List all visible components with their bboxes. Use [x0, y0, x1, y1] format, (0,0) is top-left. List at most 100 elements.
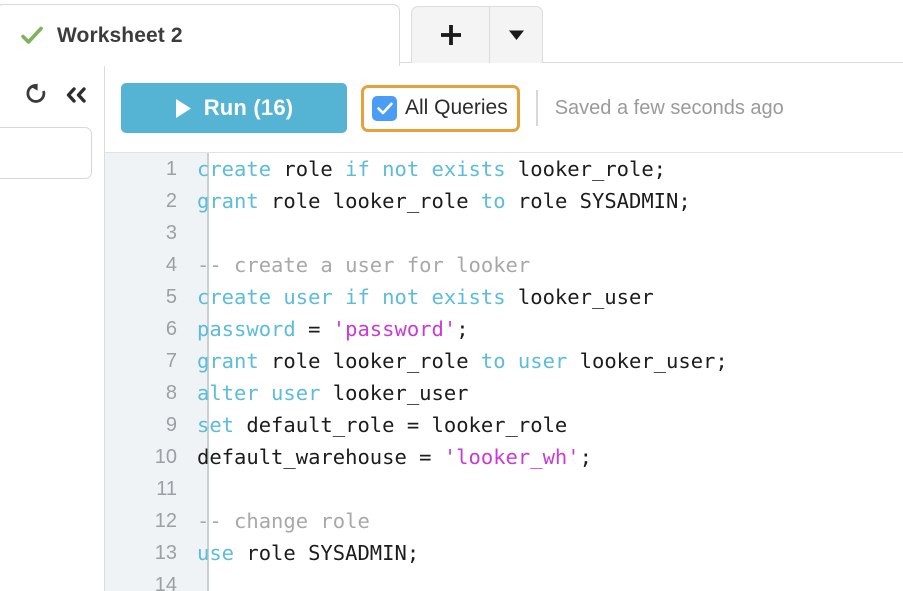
line-number: 4: [165, 253, 177, 276]
line-number: 11: [156, 477, 177, 500]
line-content[interactable]: [189, 217, 903, 249]
code-token: role SYSADMIN;: [234, 541, 420, 565]
code-token: role looker_role: [258, 189, 481, 213]
line-content[interactable]: alter user looker_user: [189, 377, 903, 409]
editor-top-border: [105, 152, 903, 153]
code-line[interactable]: 4 -- create a user for looker: [105, 249, 903, 281]
toolbar-divider: [535, 90, 538, 126]
left-rail-icon-group: [26, 83, 89, 106]
worksheet-toolbar: Run (16) All Queries Saved a few seconds…: [105, 64, 903, 152]
code-token: -- change role: [197, 509, 370, 533]
refresh-icon[interactable]: [26, 83, 47, 106]
code-token: role looker_role: [258, 349, 481, 373]
code-token: 'looker_wh': [443, 445, 580, 469]
line-content[interactable]: -- create a user for looker: [189, 249, 903, 281]
all-queries-checkbox[interactable]: All Queries: [361, 84, 520, 132]
tab-label: Worksheet 2: [57, 23, 183, 47]
code-token: default_role = looker_role: [234, 413, 568, 437]
code-token: password: [197, 317, 296, 341]
line-content[interactable]: -- change role: [189, 505, 903, 537]
code-line[interactable]: 13 use role SYSADMIN;: [105, 537, 903, 569]
code-line[interactable]: 6 password = 'password';: [105, 313, 903, 345]
code-token: 'password': [332, 317, 457, 341]
line-content[interactable]: set default_role = looker_role: [189, 409, 903, 441]
line-content[interactable]: grant role looker_role to user looker_us…: [189, 345, 903, 377]
code-line[interactable]: 9 set default_role = looker_role: [105, 409, 903, 441]
line-number: 12: [154, 509, 177, 532]
code-line[interactable]: 14: [105, 569, 903, 591]
checkmark-icon: [376, 102, 393, 114]
code-line[interactable]: 5 create user if not exists looker_user: [105, 281, 903, 313]
code-token: use: [197, 541, 235, 565]
line-number: 10: [154, 445, 177, 468]
code-token: grant: [197, 189, 259, 213]
line-content[interactable]: [189, 569, 903, 591]
chevron-down-icon: [508, 30, 524, 40]
line-number: 9: [165, 413, 177, 436]
code-token: to user: [480, 349, 568, 373]
line-number: 14: [154, 573, 177, 591]
code-token: create: [197, 157, 272, 181]
line-content[interactable]: grant role looker_role to role SYSADMIN;: [189, 185, 903, 217]
code-token: alter user: [197, 381, 321, 405]
code-line[interactable]: 8 alter user looker_user: [105, 377, 903, 409]
line-number: 13: [154, 541, 177, 564]
worksheet-status-check-icon: [21, 26, 43, 44]
double-chevron-left-icon[interactable]: [63, 85, 89, 105]
plus-icon: [440, 25, 461, 45]
code-line[interactable]: 10 default_warehouse = 'looker_wh';: [105, 441, 903, 473]
code-token: to: [480, 189, 506, 213]
play-icon: [175, 98, 191, 118]
code-line[interactable]: 2 grant role looker_role to role SYSADMIN…: [105, 185, 903, 217]
left-rail-divider: [104, 64, 105, 591]
code-token: role SYSADMIN;: [505, 189, 691, 213]
code-token: default_warehouse =: [197, 445, 444, 469]
new-worksheet-button[interactable]: [411, 6, 489, 63]
code-token: looker_user: [505, 285, 654, 309]
tab-strip: Worksheet 2: [0, 0, 903, 66]
code-line[interactable]: 7 grant role looker_role to user looker_u…: [105, 345, 903, 377]
tab-worksheet-2[interactable]: Worksheet 2: [0, 4, 400, 66]
all-queries-label: All Queries: [405, 96, 508, 119]
line-content[interactable]: create role if not exists looker_role;: [189, 153, 903, 185]
code-token: ;: [579, 445, 592, 469]
worksheet-menu-button[interactable]: [489, 6, 543, 63]
editor-gutter: [105, 153, 207, 591]
line-number: 3: [165, 221, 177, 244]
code-line[interactable]: 3: [105, 217, 903, 249]
code-token: grant: [197, 349, 259, 373]
left-rail-input[interactable]: [0, 127, 92, 179]
code-line[interactable]: 11: [105, 473, 903, 505]
run-button-label: Run (16): [203, 95, 294, 120]
code-line[interactable]: 1 create role if not exists looker_role;: [105, 153, 903, 185]
line-number: 7: [165, 349, 177, 372]
code-line[interactable]: 12 -- change role: [105, 505, 903, 537]
line-number: 2: [165, 189, 177, 212]
code-token: =: [295, 317, 333, 341]
code-token: looker_role;: [505, 157, 667, 181]
code-token: ;: [456, 317, 469, 341]
line-content[interactable]: [189, 473, 903, 505]
line-content[interactable]: default_warehouse = 'looker_wh';: [189, 441, 903, 473]
code-token: set: [197, 413, 235, 437]
saved-status-text: Saved a few seconds ago: [554, 96, 784, 119]
editor-gutter-border: [207, 153, 209, 591]
line-content[interactable]: create user if not exists looker_user: [189, 281, 903, 313]
line-number: 5: [165, 285, 177, 308]
code-token: -- create a user for looker: [197, 253, 531, 277]
line-number: 8: [165, 381, 177, 404]
line-number: 6: [165, 317, 177, 340]
run-button[interactable]: Run (16): [121, 83, 347, 133]
line-content[interactable]: password = 'password';: [189, 313, 903, 345]
line-number: 1: [165, 157, 177, 180]
left-rail: [0, 64, 104, 591]
code-token: create user if not exists: [197, 285, 506, 309]
tab-actions-group: [411, 6, 543, 63]
all-queries-checkbox-box[interactable]: [372, 95, 397, 121]
code-token: looker_user;: [567, 349, 728, 373]
code-token: if not exists: [345, 157, 506, 181]
line-content[interactable]: use role SYSADMIN;: [189, 537, 903, 569]
